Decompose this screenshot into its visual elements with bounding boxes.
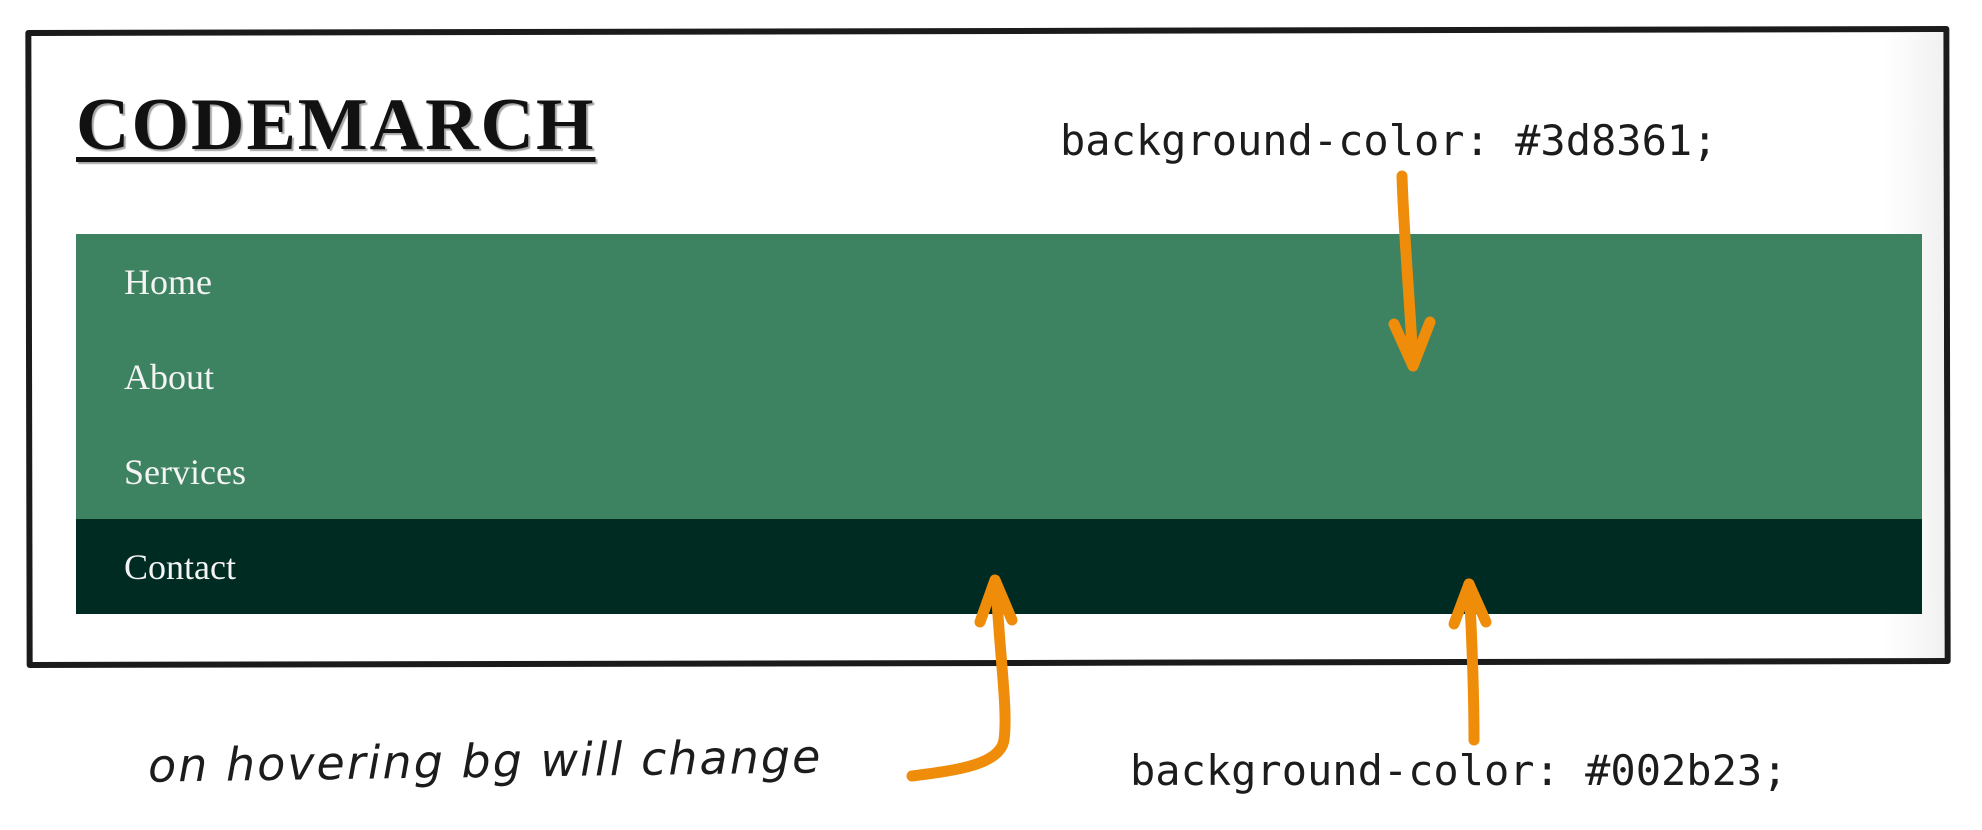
hover-bg-code-label: background-color: #002b23; [1130, 746, 1788, 795]
nav-item-services[interactable]: Services [76, 424, 1922, 519]
nav-link-about[interactable]: About [124, 356, 214, 397]
nav-item-about[interactable]: About [76, 329, 1922, 424]
nav-item-home[interactable]: Home [76, 234, 1922, 329]
nav-menu: Home About Services Contact [76, 234, 1922, 614]
nav-item-contact[interactable]: Contact [76, 519, 1922, 614]
default-bg-code-label: background-color: #3d8361; [1060, 116, 1718, 165]
nav-link-services[interactable]: Services [124, 451, 246, 492]
nav-link-home[interactable]: Home [124, 261, 212, 302]
hover-note: on hovering bg will change [147, 729, 823, 793]
site-logo[interactable]: CODEMARCH [76, 84, 596, 166]
nav-link-contact[interactable]: Contact [124, 546, 236, 587]
